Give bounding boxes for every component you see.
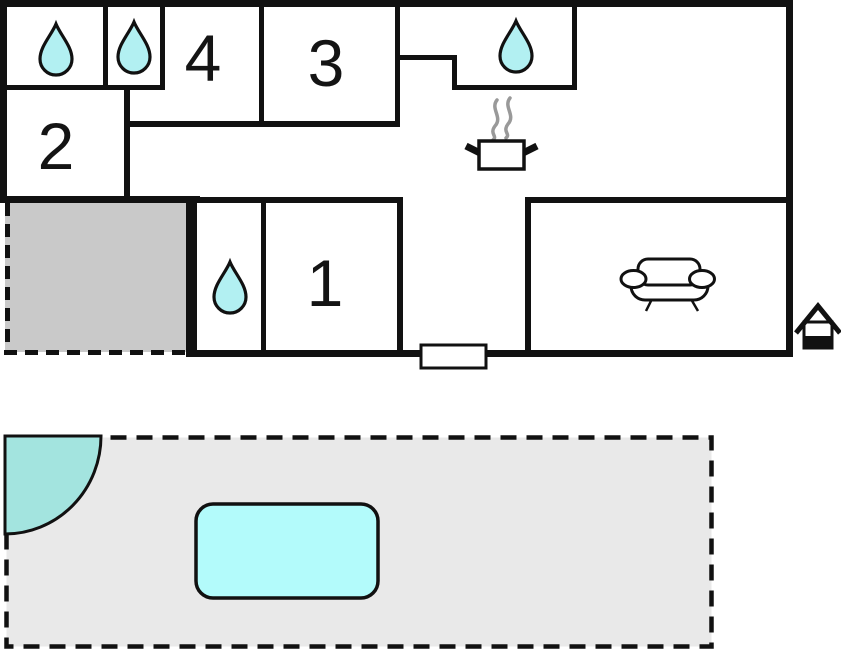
- room-1-label: 1: [307, 246, 344, 320]
- wall-segment: [0, 85, 165, 90]
- wall-segment: [452, 85, 577, 90]
- wall-segment: [259, 0, 264, 127]
- wall-segment: [0, 196, 200, 203]
- cooking-pot-icon: [464, 96, 539, 171]
- wall-segment: [124, 85, 130, 203]
- sofa-armrest-right: [688, 269, 716, 289]
- sofa-icon: [619, 257, 716, 312]
- bathroom-icons: [38, 16, 534, 315]
- sofa-armrest-left: [619, 269, 648, 289]
- wall-segment: [190, 197, 403, 203]
- swimming-pool: [194, 502, 380, 600]
- steam-icon: [491, 96, 513, 142]
- wall-segment: [525, 197, 793, 203]
- room-4-label: 4: [185, 21, 222, 95]
- wall-segment: [186, 350, 793, 357]
- wall-segment: [572, 0, 577, 90]
- water-drop-icon: [212, 257, 248, 315]
- room-2-label: 2: [38, 109, 75, 183]
- wall-segment: [786, 0, 793, 357]
- quarter-circle-feature: [3, 434, 103, 536]
- wall-segment: [124, 121, 400, 127]
- wall-segment: [397, 197, 403, 357]
- house-roof: [794, 302, 841, 335]
- house-body: [802, 320, 834, 350]
- wall-segment: [0, 0, 7, 203]
- garden: [3, 434, 714, 649]
- entrance-door: [419, 343, 488, 370]
- pot-body: [477, 139, 526, 171]
- wall-segment: [160, 0, 165, 90]
- terrace-area: [5, 200, 188, 352]
- wall-segment: [395, 0, 400, 127]
- room-3-label: 3: [308, 26, 345, 100]
- wall-segment: [261, 197, 266, 357]
- house-body-fill: [805, 336, 831, 347]
- wall-segment: [186, 196, 197, 357]
- house-icon: [794, 302, 841, 350]
- wall-segment: [103, 0, 108, 90]
- wall-segment: [452, 55, 457, 90]
- water-drop-icon: [38, 19, 74, 77]
- wall-segment: [525, 197, 531, 357]
- water-drop-icon: [116, 17, 152, 75]
- walls: [0, 0, 793, 357]
- water-drop-icon: [498, 16, 534, 74]
- wall-segment: [395, 55, 457, 60]
- terrace: [4, 200, 189, 355]
